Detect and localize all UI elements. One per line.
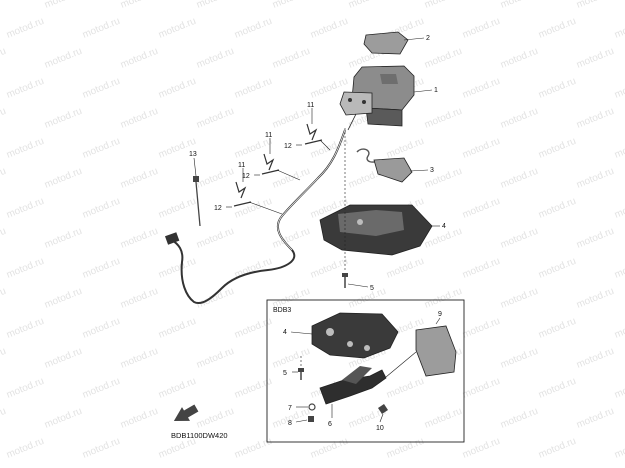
inset-bdb3: BDB3 4 9 6: [266, 299, 465, 443]
inset-label-part-10: 10: [376, 425, 384, 432]
part-1-main-unit: [339, 65, 415, 131]
label-part-4: 4: [442, 223, 446, 230]
inset-label-part-6: 6: [328, 421, 332, 428]
inset-title: BDB3: [273, 307, 291, 314]
inset-label-part-4: 4: [283, 329, 287, 336]
label-part-12-a: 12: [284, 143, 292, 150]
figure-code: BDB1100DW420: [171, 431, 228, 440]
label-part-11-a: 11: [307, 102, 314, 109]
label-part-11-b: 11: [265, 132, 272, 139]
inset-part-6-bracket: [319, 366, 387, 405]
label-part-3: 3: [430, 167, 434, 174]
label-part-11-c: 11: [238, 162, 245, 169]
label-part-12-b: 12: [242, 173, 250, 180]
part-5-screw: [342, 273, 348, 288]
inset-part-8-nut: [308, 416, 314, 422]
front-direction-arrow-icon: [173, 404, 199, 421]
wire-harness: [171, 129, 346, 304]
part-2-cover-shape: [363, 31, 409, 55]
part-4-lower-cover: [319, 204, 433, 256]
inset-part-7-washer: [308, 403, 316, 411]
part-13-cable-tie: [193, 176, 201, 227]
inset-part-5-screw: [298, 368, 304, 380]
inset-label-part-7: 7: [288, 405, 292, 412]
inset-part-10-grommet: [378, 404, 388, 414]
connector-plug: [164, 232, 180, 245]
inset-label-part-9: 9: [438, 311, 442, 318]
label-part-1: 1: [434, 87, 438, 94]
part-11-clips: [235, 123, 318, 199]
label-part-13: 13: [189, 151, 197, 158]
inset-label-part-8: 8: [288, 420, 292, 427]
inset-label-part-5: 5: [283, 370, 287, 377]
part-12-ties: [233, 139, 323, 207]
label-part-2: 2: [426, 35, 430, 42]
inset-part-9-plate: [415, 325, 457, 377]
label-part-12-c: 12: [214, 205, 222, 212]
label-part-5: 5: [370, 285, 374, 292]
part-3-guard: [356, 148, 413, 183]
inset-part-4-cover: [311, 312, 399, 359]
